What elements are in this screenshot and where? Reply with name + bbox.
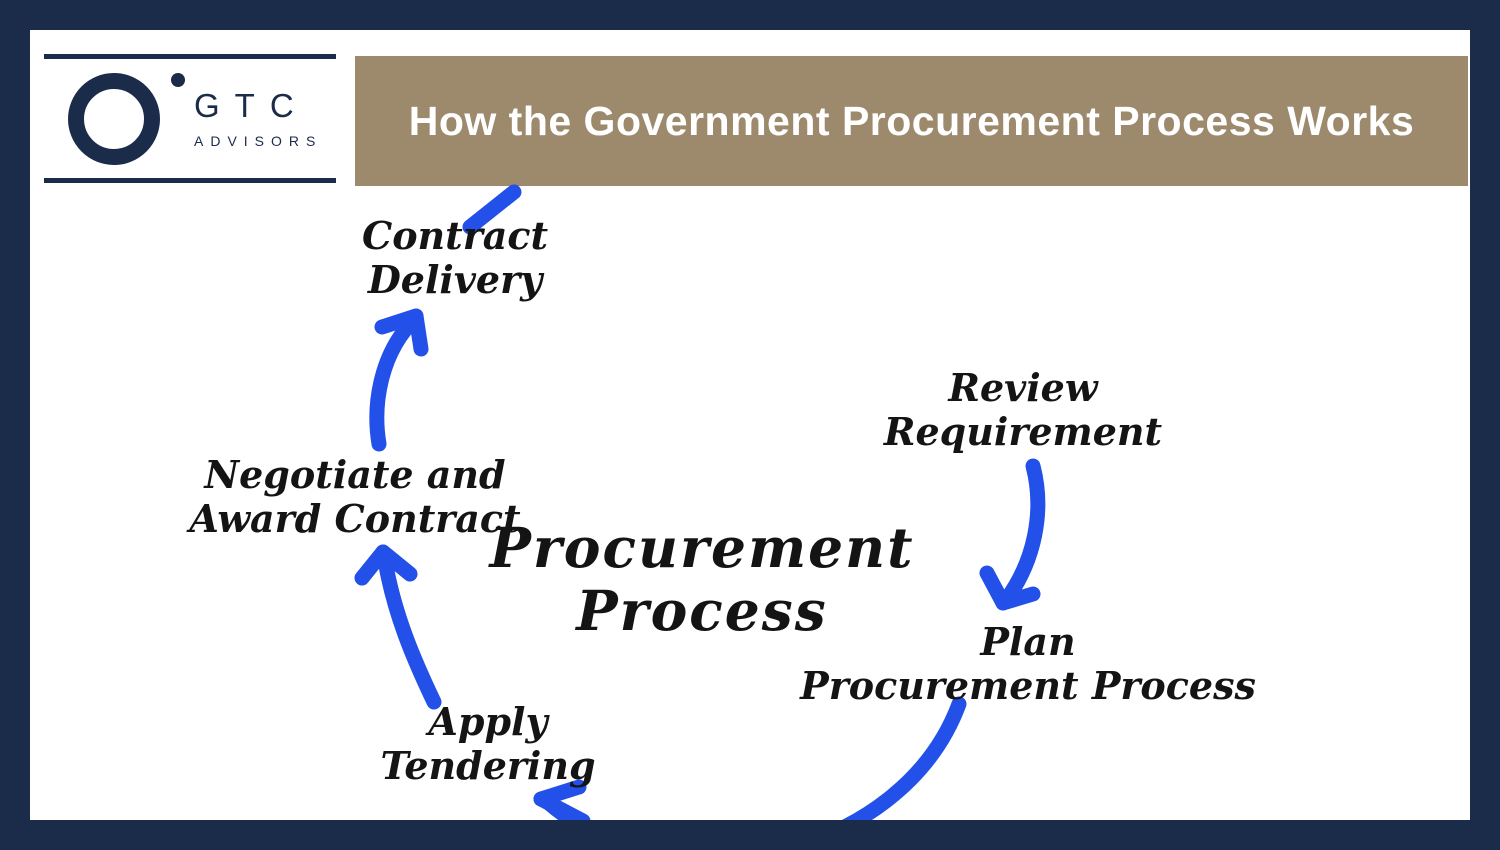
step-label-line: Procurement Process xyxy=(800,663,1256,708)
step-label-line: Contract xyxy=(361,213,549,258)
logo-top-rule xyxy=(44,54,336,59)
step-label-line: Award Contract xyxy=(189,496,521,541)
gtc-logo: GTC ADVISORS xyxy=(44,54,336,183)
diagram-center-title: Procurement Process xyxy=(489,516,914,642)
arrow-apply-to-negotiate xyxy=(354,544,442,710)
logo-text: GTC ADVISORS xyxy=(194,87,323,150)
step-contract-delivery: Contract Delivery xyxy=(362,214,548,302)
step-label-line: Review xyxy=(948,365,1098,410)
center-title-line: Process xyxy=(576,578,828,643)
gtc-dot-icon xyxy=(171,73,185,87)
step-label-line: Requirement xyxy=(883,409,1163,454)
logo-bottom-rule xyxy=(44,178,336,183)
center-title-line: Procurement xyxy=(489,515,915,580)
step-apply-tendering: Apply Tendering xyxy=(380,700,595,788)
logo-subtitle: ADVISORS xyxy=(194,133,323,149)
slide-canvas: GTC ADVISORS How the Government Procurem… xyxy=(30,30,1470,820)
step-negotiate-award-contract: Negotiate and Award Contract xyxy=(189,453,520,541)
logo-brand-name: GTC xyxy=(194,87,309,124)
gtc-ring-icon xyxy=(68,73,160,165)
title-banner: How the Government Procurement Process W… xyxy=(355,56,1468,186)
step-label-line: Plan xyxy=(980,619,1076,664)
page-title: How the Government Procurement Process W… xyxy=(408,97,1415,144)
arrow-review-to-plan xyxy=(979,458,1046,611)
step-label-line: Delivery xyxy=(367,257,543,302)
arrow-plan-to-apply xyxy=(533,696,967,820)
step-label-line: Apply xyxy=(428,699,548,744)
step-review-requirement: Review Requirement xyxy=(884,366,1162,454)
step-plan-procurement-process: Plan Procurement Process xyxy=(800,620,1256,708)
arrow-negotiate-to-contract-delivery xyxy=(369,308,429,452)
step-label-line: Negotiate and xyxy=(204,452,506,497)
step-label-line: Tendering xyxy=(380,743,596,788)
